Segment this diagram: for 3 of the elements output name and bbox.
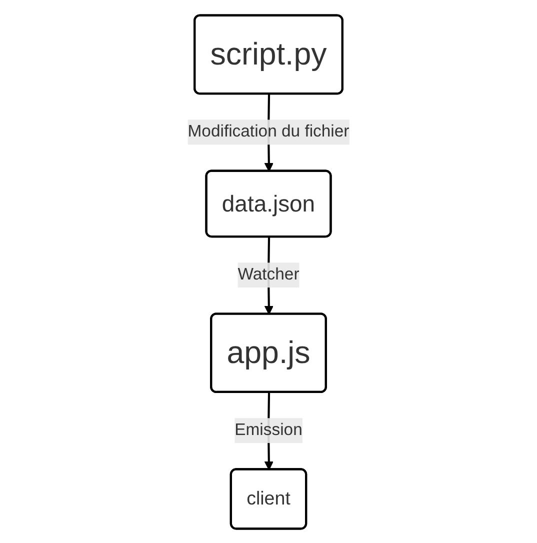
edge-label: Emission [234,420,302,438]
edge-label: Watcher [238,265,300,283]
edge-label: Modification du fichier [188,122,350,140]
